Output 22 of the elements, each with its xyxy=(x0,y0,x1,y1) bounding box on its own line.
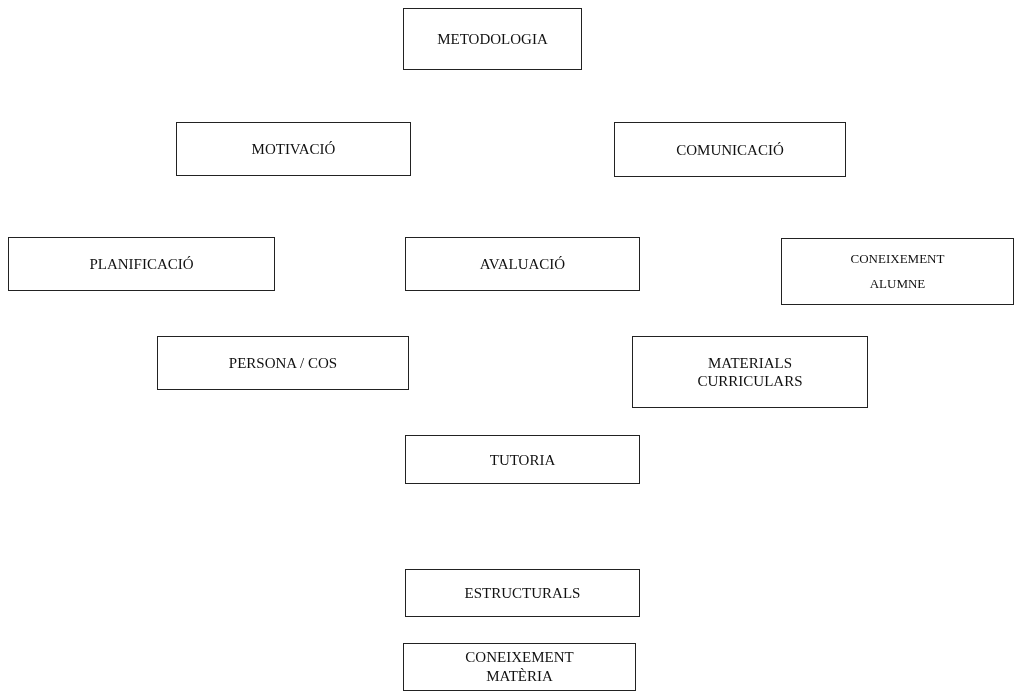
box-label: TUTORIA xyxy=(489,450,556,469)
concept-box xyxy=(403,8,582,70)
box-label: ESTRUCTURALS xyxy=(464,584,581,602)
concept-box xyxy=(405,569,640,617)
box-label: METODOLOGIA xyxy=(437,30,548,48)
concept-box xyxy=(614,122,846,177)
box-label: CONEIXEMENT MATÈRIA xyxy=(464,647,575,686)
concept-box xyxy=(8,237,275,291)
concept-box xyxy=(781,238,1014,305)
box-label: PLANIFICACIÓ xyxy=(89,255,194,273)
concept-box xyxy=(632,336,868,408)
concept-box xyxy=(176,122,411,176)
concept-box xyxy=(405,237,640,291)
concept-box xyxy=(157,336,409,390)
box-label: AVALUACIÓ xyxy=(479,255,566,273)
box-label: PERSONA / COS xyxy=(228,354,338,372)
box-label: MOTIVACIÓ xyxy=(251,140,336,158)
box-label: MATERIALS CURRICULARS xyxy=(696,354,804,390)
concept-box xyxy=(403,643,636,691)
concept-box xyxy=(405,435,640,484)
box-label: CONEIXEMENT ALUMNE xyxy=(849,249,946,293)
box-label: COMUNICACIÓ xyxy=(676,140,784,159)
